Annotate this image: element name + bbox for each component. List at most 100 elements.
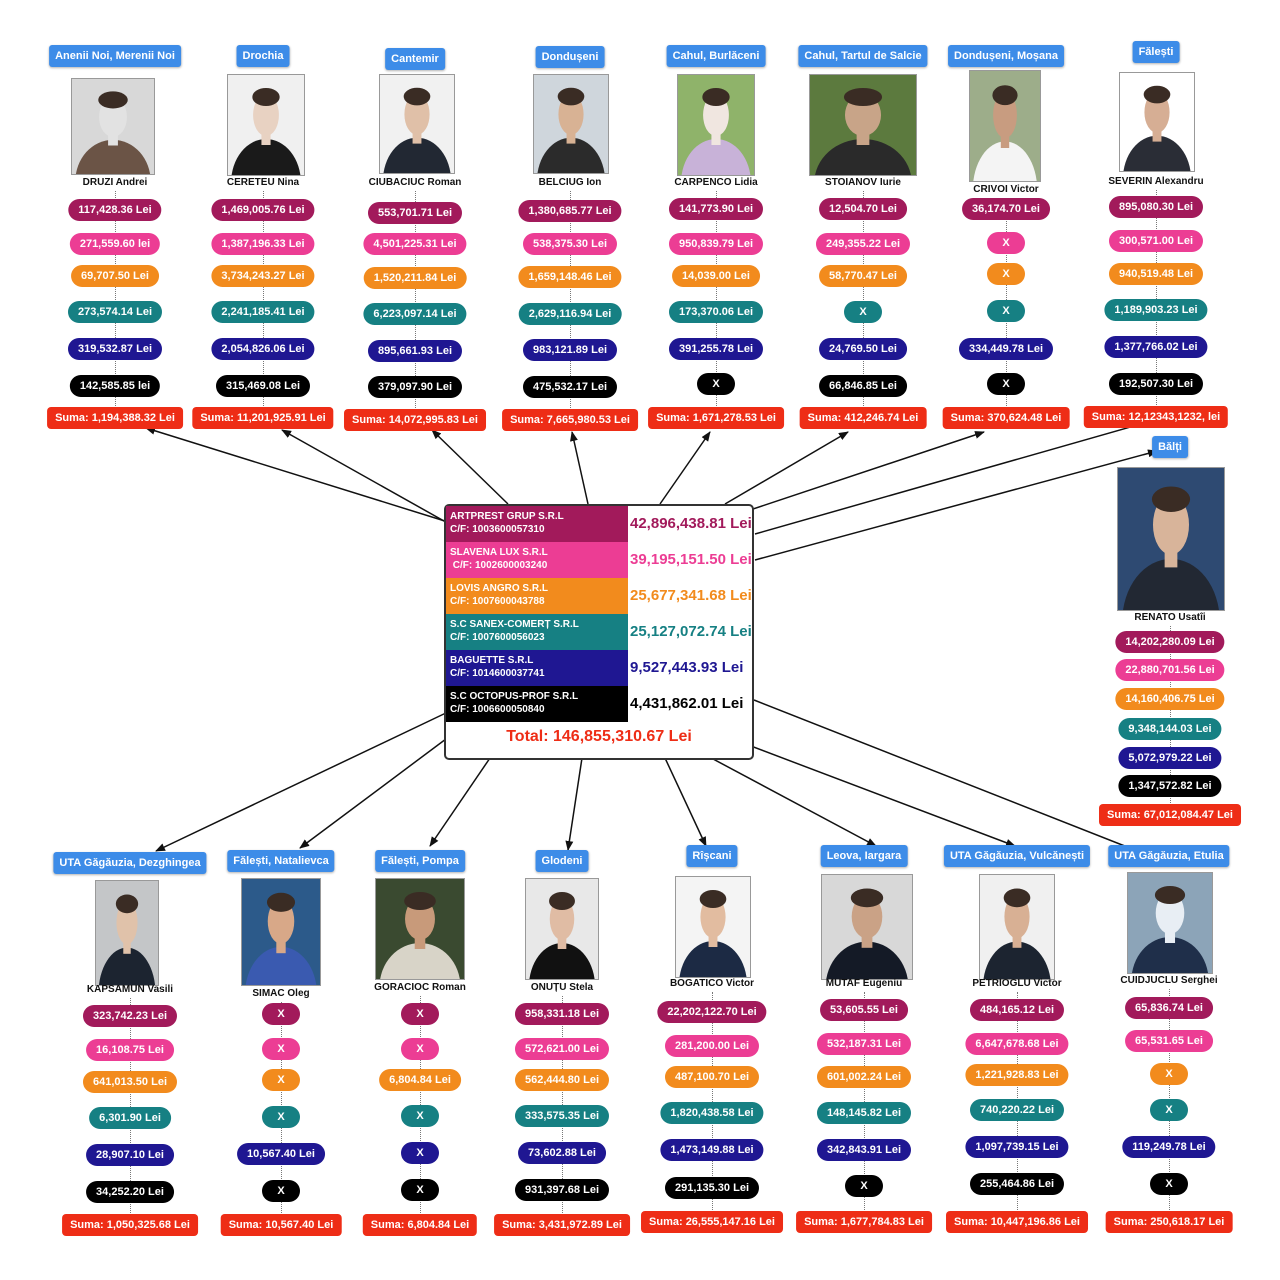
amount-pill: 2,241,185.41 Lei [211,301,315,323]
amount-pill: 1,469,005.76 Lei [211,199,315,221]
amount-pill: 173,370.06 Lei [668,301,764,323]
amount-pill: 1,347,572.82 Lei [1118,775,1222,797]
arrow-to-mutaf-eugeniu [699,751,877,847]
amount-pill: 538,375.30 Lei [522,233,618,255]
location-label: UTA Găgăuzia, Dezghingea [53,852,207,874]
amount-pill: 271,559.60 lei [69,233,161,255]
amount-pill: 73,602.88 Lei [518,1142,606,1164]
portrait-photo [525,878,599,980]
amount-pill: X [401,1003,439,1025]
amount-pill: 255,464.86 Lei [969,1173,1065,1195]
amount-pill: 28,907.10 Lei [86,1144,174,1166]
sum-label: Suma: 10,567.40 Lei [220,1214,342,1236]
portrait-photo [1117,467,1225,611]
portrait-photo [969,70,1041,182]
amount-pill: X [987,300,1025,322]
person-name: MUTAF Eugeniu [825,978,903,989]
amount-pill: 249,355.22 Lei [815,233,911,255]
portrait-photo [95,880,159,986]
sum-label: Suma: 12,12343,1232, lei [1083,406,1229,428]
amount-pill: 1,380,685.77 Lei [518,200,622,222]
arrow-to-onuțu-stela [565,757,583,851]
amount-pill: 6,647,678.68 Lei [965,1033,1069,1055]
sum-label: Suma: 10,447,196.86 Lei [946,1211,1088,1233]
sum-label: Suma: 412,246.74 Lei [799,407,927,429]
sum-label: Suma: 370,624.48 Lei [942,407,1070,429]
amount-pill: 1,473,149.88 Lei [660,1139,764,1161]
portrait-photo [821,874,913,980]
amount-pill: 1,097,739.15 Lei [965,1136,1069,1158]
amount-pill: X [401,1142,439,1164]
amount-pill: X [262,1180,300,1202]
amount-pill: 58,770.47 Lei [819,265,907,287]
sum-label: Suma: 250,618.17 Lei [1105,1211,1233,1233]
amount-pill: 2,629,116.94 Lei [518,303,622,325]
arrow-to-crivoi-victor [749,431,985,511]
grand-total: Total: 146,855,310.67 Lei [506,728,692,745]
amount-pill: 24,769.50 Lei [819,338,907,360]
amount-pill: X [1150,1063,1188,1085]
location-label: UTA Găgăuzia, Etulia [1108,845,1230,867]
location-label: Cahul, Tartul de Salcie [798,45,928,67]
person-name: RENATO Usatîi [1134,612,1206,623]
portrait-photo [71,78,155,175]
amount-pill: X [401,1105,439,1127]
person-name: STOIANOV Iurie [825,177,901,188]
sum-label: Suma: 1,050,325.68 Lei [62,1214,198,1236]
amount-pill: 484,165.12 Lei [969,999,1065,1021]
company-name: SLAVENA LUX S.R.L C/F: 1002600003240 [446,542,628,578]
company-amount: 42,896,438.81 Lei [630,515,752,532]
amount-pill: 300,571.00 Lei [1108,230,1204,252]
person-name: GORACIOC Roman [374,982,466,993]
amount-pill: 931,397.68 Lei [514,1179,610,1201]
portrait-photo [675,876,751,978]
portrait-photo [227,74,305,176]
amount-pill: X [262,1003,300,1025]
amount-pill: X [1150,1173,1188,1195]
arrow-to-carpenco-lidia [659,431,711,505]
amount-pill: 1,820,438.58 Lei [660,1102,764,1124]
arrow-to-petrioglu-victor [734,739,1016,847]
amount-pill: 148,145.82 Lei [816,1102,912,1124]
amount-pill: 65,836.74 Lei [1125,997,1213,1019]
amount-pill: 22,880,701.56 Lei [1115,659,1225,681]
company-amount: 25,127,072.74 Lei [630,623,752,640]
amount-pill: 53,605.55 Lei [820,999,908,1021]
amount-pill: 119,249.78 Lei [1122,1136,1216,1158]
amount-pill: 379,097.90 Lei [367,376,463,398]
amount-pill: 117,428.36 Lei [68,199,162,221]
portrait-photo [1119,72,1195,172]
location-label: Cahul, Burlăceni [666,45,766,67]
amount-pill: 141,773.90 Lei [668,198,764,220]
company-amount: 39,195,151.50 Lei [630,551,752,568]
amount-pill: 273,574.14 Lei [67,301,163,323]
person-name: PETRIOGLU Victor [972,978,1062,989]
amount-pill: 4,501,225.31 Lei [363,233,467,255]
location-label: Anenii Noi, Merenii Noi [49,45,181,67]
company-title: S.C SANEX-COMERȚ S.R.L [450,619,579,630]
person-name: SIMAC Oleg [252,988,310,999]
amount-pill: 740,220.22 Lei [969,1099,1065,1121]
company-title: SLAVENA LUX S.R.L [450,547,548,558]
amount-pill: 940,519.48 Lei [1108,263,1204,285]
amount-pill: 562,444.80 Lei [514,1069,610,1091]
amount-pill: 9,348,144.03 Lei [1118,718,1222,740]
amount-pill: X [262,1069,300,1091]
sum-label: Suma: 14,072,995.83 Lei [344,409,486,431]
sum-label: Suma: 26,555,147.16 Lei [641,1211,783,1233]
person-name: SEVERIN Alexandru [1108,176,1204,187]
amount-pill: 14,039.00 Lei [672,265,760,287]
amount-pill: 958,331.18 Lei [514,1003,610,1025]
company-fiscal-code: C/F: 1007600043788 [450,596,545,607]
amount-pill: 319,532.87 Lei [67,338,163,360]
amount-pill: 6,223,097.14 Lei [363,303,467,325]
location-label: Fălești, Natalievca [227,850,335,872]
person-name: ONUȚU Stela [530,982,594,993]
amount-pill: X [401,1179,439,1201]
amount-pill: 342,843.91 Lei [816,1139,912,1161]
